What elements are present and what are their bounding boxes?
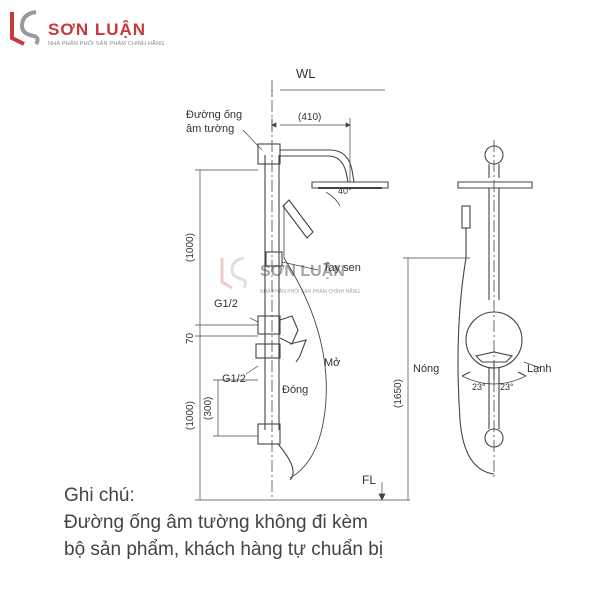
label-wl: WL <box>296 66 316 81</box>
dim-arm: (410) <box>298 112 321 123</box>
label-hot: Nóng <box>413 363 439 375</box>
dim-rot-right: 23° <box>500 382 514 392</box>
mixer-lever <box>474 351 514 363</box>
front-bottom-outlet <box>484 428 504 448</box>
angle-arc <box>325 191 341 207</box>
brand-logo-icon <box>10 10 40 46</box>
mixer-handle <box>289 339 307 363</box>
bottom-outlet <box>257 423 281 445</box>
dim-angle: 40° <box>338 186 352 196</box>
hose-side <box>277 443 294 481</box>
dim-lower: (1000) <box>185 401 196 430</box>
hose-curve <box>283 257 327 479</box>
hand-shower <box>282 199 314 239</box>
label-pipe-line2: âm tường <box>186 123 234 135</box>
watermark-tagline: NHÀ PHÂN PHỐI SẢN PHẨM CHÍNH HÃNG <box>260 288 360 295</box>
dim-mid: (300) <box>203 397 214 420</box>
label-close: Đóng <box>282 384 308 396</box>
hand-shower-holder <box>265 251 283 267</box>
dim-rot-left: 23° <box>472 382 486 392</box>
mixer-lower <box>255 343 281 359</box>
mixer-upper <box>257 315 281 335</box>
label-cold: Lạnh <box>527 363 551 375</box>
front-view <box>457 140 541 480</box>
rotation-arc <box>461 375 527 385</box>
label-fl: FL <box>362 473 376 487</box>
dim-spacing: 70 <box>185 332 196 344</box>
label-pipe-line1: Đường ống <box>186 109 242 121</box>
front-shower-head <box>457 181 533 189</box>
label-g1: G1/2 <box>214 298 238 310</box>
note-line-1: Đường ống âm tường không đi kèm <box>64 512 368 533</box>
label-hand-shower: Tay sen <box>323 262 361 274</box>
note-line-2: bộ sản phẩm, khách hàng tự chuẩn bị <box>64 539 384 560</box>
shower-head <box>311 181 389 189</box>
top-bracket <box>257 143 281 165</box>
side-view <box>255 80 389 500</box>
front-arm-mount <box>484 145 504 165</box>
mixer-body <box>279 315 299 345</box>
label-g2: G1/2 <box>222 373 246 385</box>
dimension-lines <box>195 89 470 501</box>
dim-upper: (1000) <box>185 233 196 262</box>
dim-total: (1650) <box>393 379 404 408</box>
label-open: Mở <box>324 357 340 369</box>
note-title: Ghi chú: <box>64 485 135 506</box>
shower-arm-inner <box>280 155 349 183</box>
front-hose <box>457 257 495 475</box>
front-hand-shower <box>461 205 471 229</box>
brand-name: SƠN LUẬN <box>48 20 147 39</box>
brand-tagline: NHÀ PHÂN PHỐI SẢN PHẨM CHÍNH HÃNG <box>48 41 165 47</box>
shower-arm <box>280 149 355 183</box>
